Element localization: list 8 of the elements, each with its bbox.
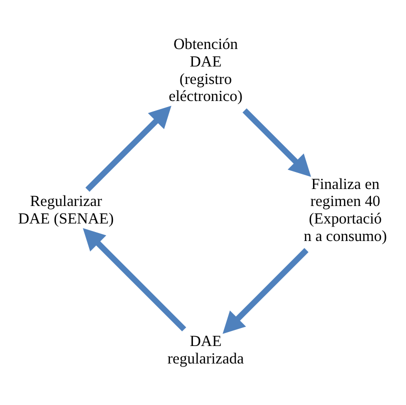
node-text: DAE regularizada [168,332,244,368]
node-text: Finaliza en regimen 40 (Exportació n a consumo) [304,176,387,245]
arrow [85,106,172,192]
arrow [222,248,308,334]
node-text: Obtención DAE (registro eléctronico) [168,36,243,106]
arrow [242,108,312,177]
arrow [82,228,186,332]
node-text: Regularizar DAE (SENAE) [18,193,114,228]
